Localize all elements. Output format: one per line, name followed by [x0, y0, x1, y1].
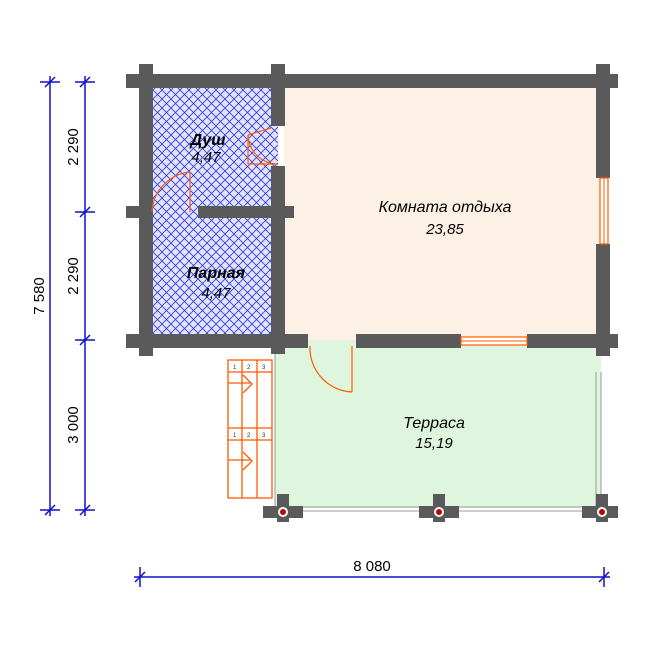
- terrace-area: 15,19: [415, 435, 453, 452]
- stair-step-3-label: 3: [262, 365, 266, 371]
- post-left: [263, 494, 303, 522]
- stair-step-1-label: 1: [233, 365, 237, 371]
- steam-room-floor: [146, 212, 278, 340]
- terrace-name: Терраса: [403, 415, 465, 432]
- window-terrace: [460, 336, 528, 346]
- rest-room-area: 23,85: [425, 221, 464, 238]
- dimension-total-depth-label: 7 580: [31, 277, 48, 315]
- dimension-top-label: 2 290: [65, 128, 82, 166]
- steam-room-area: 4,47: [201, 285, 231, 302]
- door-steam-room: [151, 171, 191, 213]
- terrace-floor: [275, 340, 601, 508]
- dimension-total-width-label: 8 080: [353, 558, 391, 575]
- steam-room-name: Парная: [187, 265, 246, 282]
- rest-room-name: Комната отдыха: [379, 199, 512, 216]
- stair-step-2b-label: 2: [247, 433, 251, 439]
- terrace-posts: [263, 494, 618, 522]
- stairs: 1 2 3 1 2 3: [227, 359, 273, 499]
- shower-name: Душ: [188, 132, 225, 149]
- stair-step-1b-label: 1: [233, 433, 237, 439]
- stair-step-2-label: 2: [247, 365, 251, 371]
- stair-step-3b-label: 3: [262, 433, 266, 439]
- door-terrace: [309, 345, 353, 393]
- walls: [126, 64, 618, 356]
- window-right: [599, 177, 609, 245]
- dimension-middle-label: 2 290: [65, 257, 82, 295]
- dimension-total-depth: [40, 76, 60, 516]
- door-shower: [247, 127, 279, 165]
- dimension-bottom-label: 3 000: [65, 406, 82, 444]
- shower-area: 4,47: [191, 149, 221, 166]
- shower-floor: [146, 82, 278, 212]
- dimension-segments: [75, 76, 95, 516]
- post-middle: [419, 494, 459, 522]
- post-right: [582, 494, 618, 522]
- dimension-total-width: [134, 567, 610, 587]
- rest-room-floor: [284, 82, 601, 340]
